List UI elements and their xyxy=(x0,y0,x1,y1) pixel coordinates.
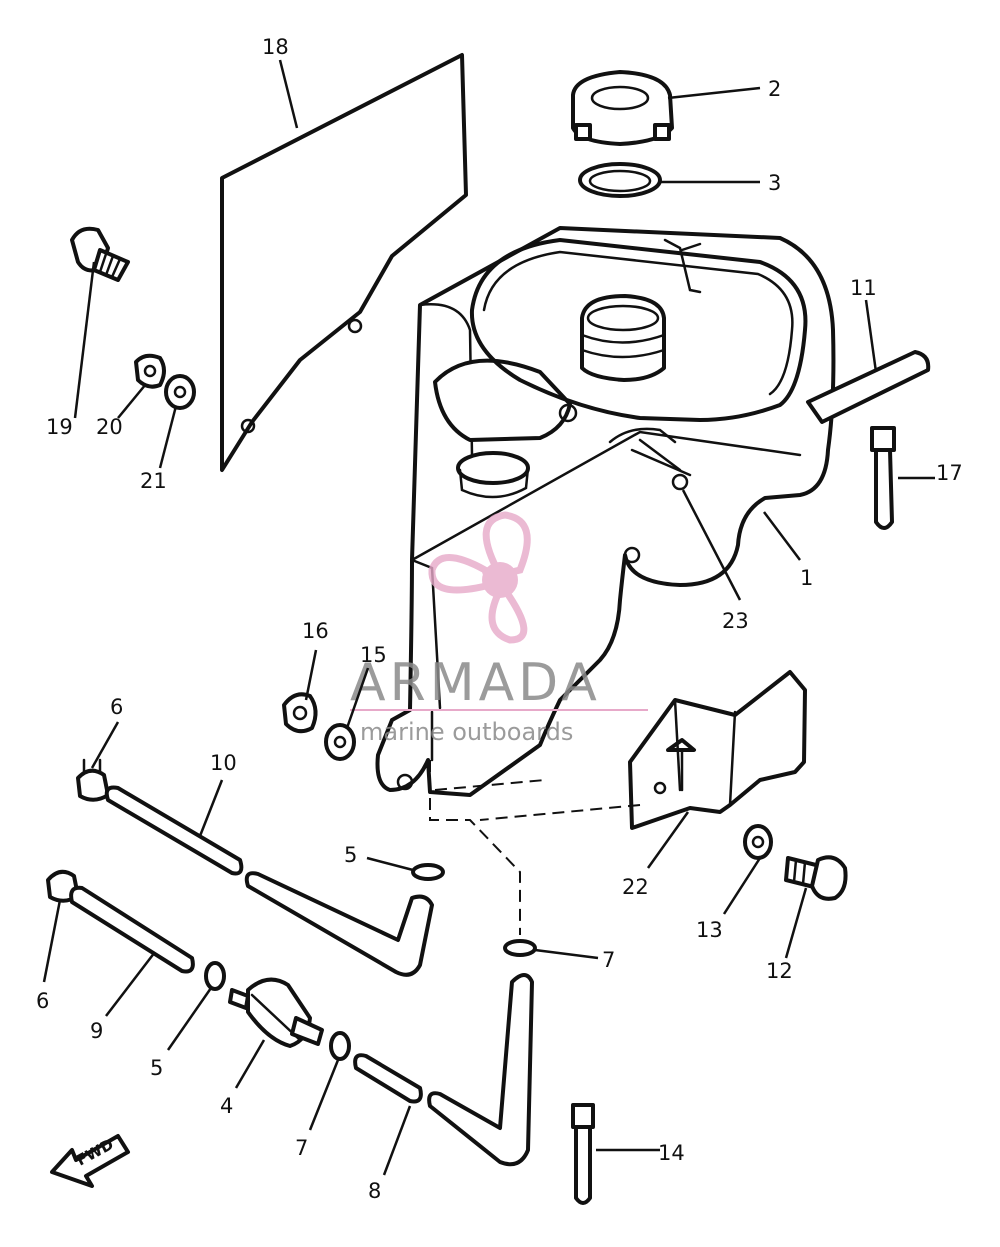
part-18-cover-plate xyxy=(220,53,468,472)
part-8-hose xyxy=(353,973,534,1167)
callout-7-upper: 7 xyxy=(602,948,615,972)
callout-6-upper: 6 xyxy=(110,695,123,719)
alignment-lines xyxy=(429,760,641,935)
callout-7-lower: 7 xyxy=(295,1136,308,1160)
watermark: ARMADA marine outboards xyxy=(350,511,648,746)
part-13-washer xyxy=(743,824,773,860)
part-15-washer xyxy=(324,723,356,761)
callout-15: 15 xyxy=(360,643,387,667)
callout-2: 2 xyxy=(768,77,781,101)
callout-20: 20 xyxy=(96,415,123,439)
callout-4: 4 xyxy=(220,1094,233,1118)
callout-3: 3 xyxy=(768,171,781,195)
part-21-washer xyxy=(164,374,196,410)
part-19-bolt xyxy=(70,226,130,282)
part-4-fuel-pump xyxy=(228,977,324,1048)
callout-5-upper: 5 xyxy=(344,843,357,867)
callout-5-lower: 5 xyxy=(150,1056,163,1080)
part-9-hose xyxy=(69,885,195,974)
part-12-bolt xyxy=(784,855,848,901)
part-22-mount-bracket xyxy=(628,670,807,830)
callout-21: 21 xyxy=(140,469,167,493)
part-2-fuel-cap xyxy=(571,70,674,146)
watermark-brand: ARMADA xyxy=(350,653,601,713)
part-17-pin xyxy=(870,426,896,530)
forward-direction-marker: FWD xyxy=(50,1134,130,1188)
propeller-logo-icon xyxy=(428,511,531,644)
callout-17: 17 xyxy=(936,461,963,485)
callout-19: 19 xyxy=(46,415,73,439)
callout-11: 11 xyxy=(850,276,877,300)
part-14-pin xyxy=(571,1103,595,1205)
callout-18: 18 xyxy=(262,35,289,59)
callout-6-lower: 6 xyxy=(36,989,49,1013)
callout-23: 23 xyxy=(722,609,749,633)
callout-22: 22 xyxy=(622,875,649,899)
part-11-hose xyxy=(806,350,931,424)
callout-labels: 1 2 3 4 5 5 6 6 7 7 8 9 10 11 12 13 14 1… xyxy=(36,35,963,1203)
part-10-hose xyxy=(104,785,434,977)
part-7-clamp-upper xyxy=(503,939,537,957)
part-3-cap-gasket xyxy=(578,162,662,198)
callout-10: 10 xyxy=(210,751,237,775)
watermark-tagline: marine outboards xyxy=(360,718,573,746)
callout-13: 13 xyxy=(696,918,723,942)
part-7-clamp-lower xyxy=(329,1031,351,1061)
callout-9: 9 xyxy=(90,1019,103,1043)
callout-1: 1 xyxy=(800,566,813,590)
part-5-clamp-lower xyxy=(204,961,226,991)
callout-12: 12 xyxy=(766,959,793,983)
part-5-clamp-upper xyxy=(411,863,445,881)
callout-8: 8 xyxy=(368,1179,381,1203)
leader-lines xyxy=(42,59,935,1176)
part-20-nut xyxy=(134,353,166,389)
part-16-nut xyxy=(282,692,318,734)
callout-14: 14 xyxy=(658,1141,685,1165)
callout-16: 16 xyxy=(302,619,329,643)
